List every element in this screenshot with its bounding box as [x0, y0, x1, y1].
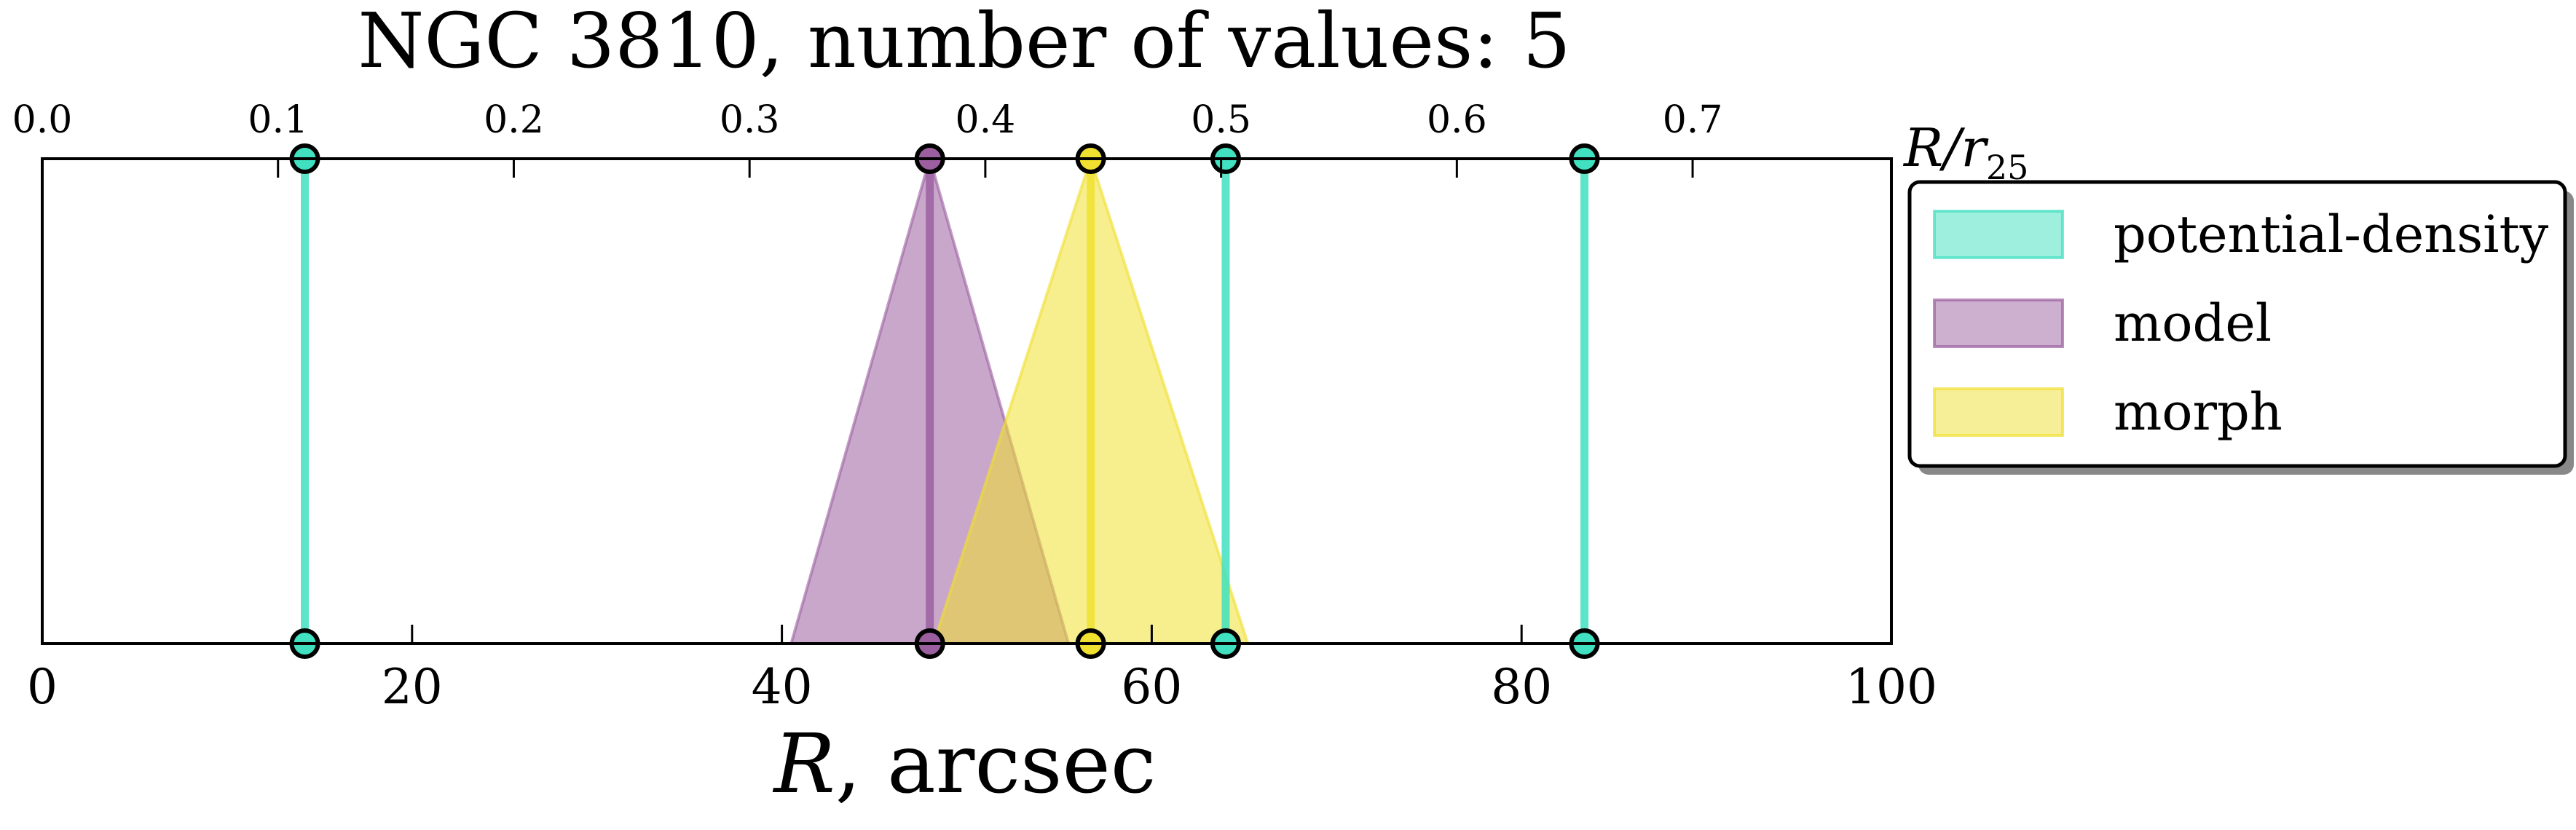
- x-tick-label-0: 0: [27, 659, 58, 715]
- plot-frame: [41, 157, 1893, 645]
- chart-title: NGC 3810, number of values: 5: [358, 0, 1570, 85]
- x2-tick-label-3: 0.3: [720, 98, 780, 142]
- x-tick-label-40: 40: [752, 659, 813, 715]
- legend-box: [1907, 180, 2567, 468]
- legend-swatch-morph: [1933, 387, 2064, 437]
- legend-swatch-potential-density: [1933, 210, 2064, 259]
- x2-tick-label-1: 0.1: [248, 98, 308, 142]
- x-tick-label-80: 80: [1491, 659, 1552, 715]
- x-tick-label-60: 60: [1121, 659, 1182, 715]
- x2-tick-label-2: 0.2: [484, 98, 544, 142]
- x-axis-bottom: 0 20 40 60 80 100: [27, 625, 1937, 715]
- x2-tick-label-5: 0.5: [1191, 98, 1251, 142]
- plot-border: [41, 157, 1893, 645]
- legend-label-potential-density: potential-density: [2114, 205, 2549, 264]
- legend: potential-density model morph: [1907, 180, 2574, 475]
- x-tick-label-20: 20: [382, 659, 443, 715]
- x2-tick-label-6: 0.6: [1427, 98, 1487, 142]
- secondary-x-axis-label: R/r25: [1902, 117, 2028, 187]
- x2-tick-label-7: 0.7: [1663, 98, 1723, 142]
- legend-swatch-model: [1933, 299, 2064, 348]
- x-axis-label-unit: , arcsec: [835, 717, 1157, 812]
- secondary-x-axis-label-symbol: R/r: [1902, 117, 1988, 178]
- legend-label-morph: morph: [2114, 382, 2282, 442]
- legend-label-model: model: [2114, 293, 2272, 353]
- x-axis-label-symbol: R: [772, 717, 835, 812]
- x2-tick-label-4: 0.4: [956, 98, 1016, 142]
- x2-tick-label-0: 0.0: [12, 98, 73, 142]
- x-axis-top: 0.0 0.1 0.2 0.3 0.4 0.5 0.6 0.7: [12, 98, 1723, 178]
- x-tick-label-100: 100: [1846, 659, 1937, 715]
- x-axis-label: R, arcsec: [772, 717, 1156, 812]
